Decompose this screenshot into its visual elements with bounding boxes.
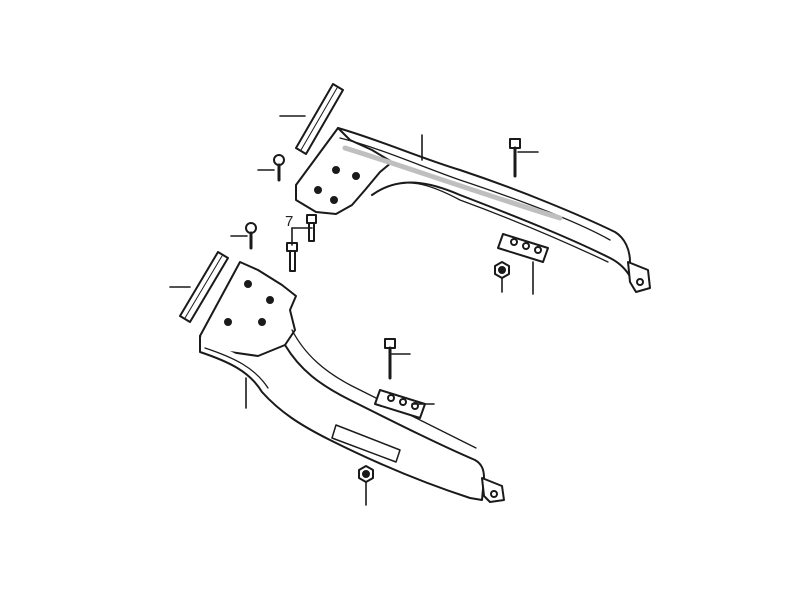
- nut-lower: [358, 465, 374, 483]
- bolt-upper-right: [509, 138, 521, 178]
- bolt-lower-right: [384, 338, 396, 380]
- lower-frame-arm: [199, 261, 505, 503]
- upper-frame-arm: [295, 127, 651, 293]
- leader-lines: [169, 115, 539, 506]
- bolt-upper-left: [273, 154, 285, 182]
- nut-upper: [494, 261, 510, 279]
- upper-pad: [295, 83, 344, 155]
- bolt-center-a: [306, 214, 317, 242]
- callout-label-bolt-center: 7: [285, 213, 293, 230]
- clamp-lower: [374, 389, 426, 419]
- lower-pad: [179, 251, 229, 323]
- clamp-upper: [497, 233, 549, 263]
- bolt-mid-left: [245, 222, 257, 250]
